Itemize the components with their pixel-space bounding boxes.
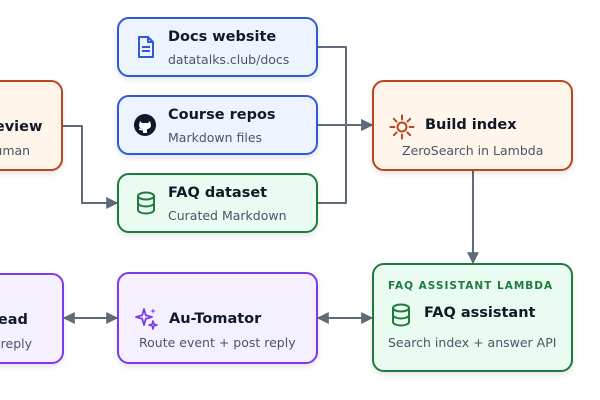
course-repos-subtitle: Markdown files xyxy=(168,130,263,145)
docs-website-title: Docs website xyxy=(168,29,277,45)
faq-assistant-node[interactable]: FAQ ASSISTANT LAMBDA FAQ assistant Searc… xyxy=(372,263,573,372)
faq-dataset-node[interactable]: FAQ dataset Curated Markdown xyxy=(117,173,318,233)
automator-subtitle: Route event + post reply xyxy=(139,335,296,350)
faq-assistant-subtitle: Search index + answer API xyxy=(388,335,557,350)
edge-faq-dataset-to-build-index xyxy=(318,125,347,204)
faq-dataset-title: FAQ dataset xyxy=(168,185,268,201)
faq-assistant-title: FAQ assistant xyxy=(424,305,536,321)
gear-icon xyxy=(389,114,415,140)
database-icon xyxy=(137,191,155,215)
course-repos-node[interactable]: Course repos Markdown files xyxy=(117,95,318,155)
course-repos-title: Course repos xyxy=(168,107,276,123)
slack-thread-title: Slack thread xyxy=(0,312,28,328)
human-review-title: Human review xyxy=(0,119,43,135)
faq-assistant-kicker: FAQ ASSISTANT LAMBDA xyxy=(388,280,554,292)
faq-dataset-subtitle: Curated Markdown xyxy=(168,208,287,223)
build-index-subtitle: ZeroSearch in Lambda xyxy=(402,143,544,158)
github-icon xyxy=(134,114,156,136)
sparkles-icon xyxy=(135,308,158,330)
edge-docs-to-build-index xyxy=(318,46,374,131)
edge-human-review-to-faq-dataset xyxy=(63,125,119,209)
human-review-node[interactable]: Human review Human xyxy=(0,80,63,171)
slack-thread-subtitle: Thread reply xyxy=(0,336,33,351)
automator-title: Au-Tomator xyxy=(169,311,262,327)
automator-node[interactable]: Au-Tomator Route event + post reply xyxy=(117,272,318,364)
database-icon xyxy=(392,303,410,327)
document-icon xyxy=(138,36,154,58)
human-review-subtitle: Human xyxy=(0,143,31,158)
build-index-title: Build index xyxy=(425,117,517,133)
docs-website-node[interactable]: Docs website datatalks.club/docs xyxy=(117,17,318,77)
docs-website-subtitle: datatalks.club/docs xyxy=(168,52,290,67)
slack-thread-node[interactable]: Slack thread Thread reply xyxy=(0,273,64,364)
build-index-node[interactable]: Build index ZeroSearch in Lambda xyxy=(372,80,573,171)
